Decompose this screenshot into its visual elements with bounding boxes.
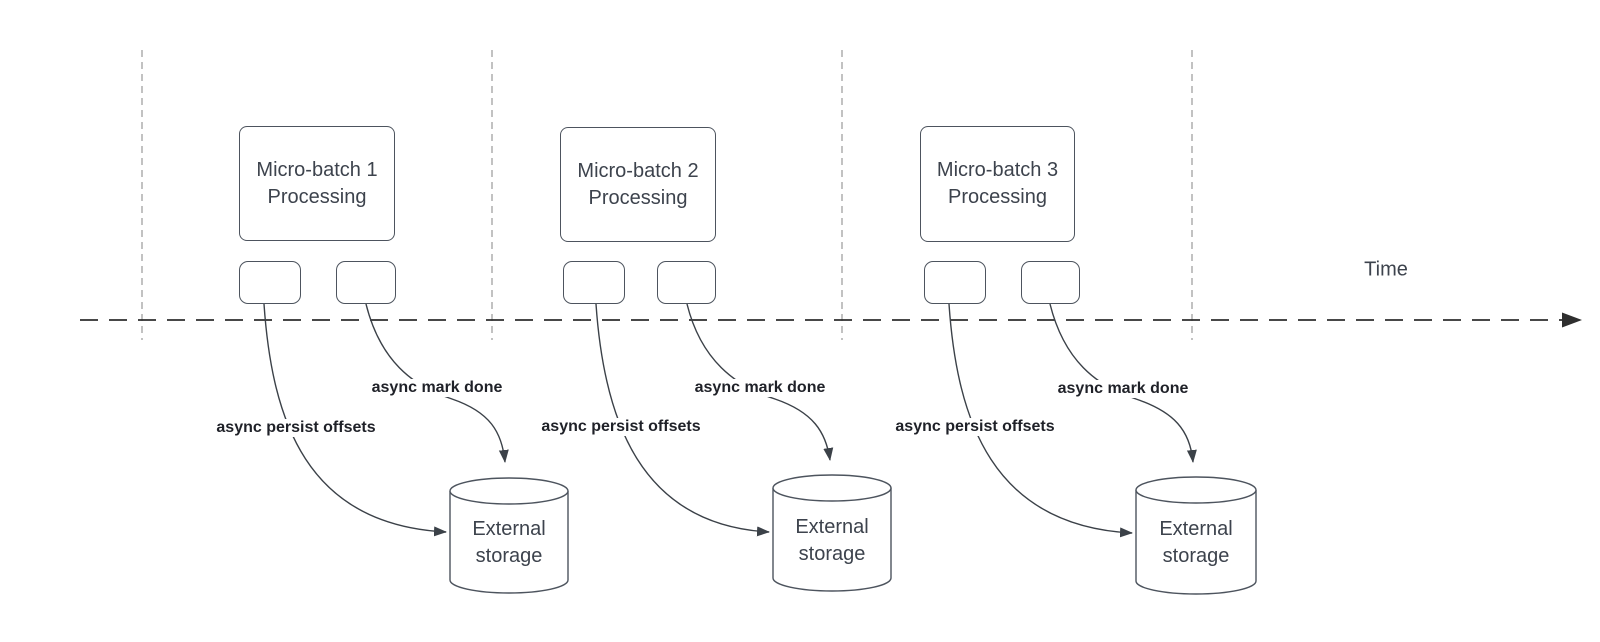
persist-offsets-label-1: async persist offsets — [213, 419, 379, 437]
micro-batch-3-process-box: Micro-batch 3 Processing — [920, 126, 1075, 242]
mark-done-arrow-2 — [686, 303, 834, 461]
micro-batch-2-offset-task-box — [563, 261, 625, 304]
micro-batch-1-process-label: Micro-batch 1 Processing — [256, 158, 378, 208]
external-storage-cylinder-3 — [1135, 490, 1257, 595]
micro-batch-3-mark-done-task-box — [1021, 261, 1080, 304]
external-storage-cylinder-2 — [772, 488, 892, 592]
micro-batch-1-mark-done-task-box — [336, 261, 396, 304]
mark-done-arrow-1 — [365, 303, 509, 463]
external-storage-label-1: External storage — [472, 518, 546, 567]
persist-offsets-arrow-2 — [595, 303, 770, 537]
time-axis-label: Time — [1364, 258, 1408, 281]
external-storage-cylinder-3-top — [1135, 476, 1257, 504]
mark-done-label-2: async mark done — [691, 379, 829, 397]
micro-batch-3-offset-task-box — [924, 261, 986, 304]
external-storage-cylinder-1 — [449, 491, 569, 594]
micro-batch-1-offset-task-box — [239, 261, 301, 304]
mark-done-label-3: async mark done — [1054, 380, 1192, 398]
external-storage-cylinder-2-top — [772, 474, 892, 502]
external-storage-label-3: External storage — [1159, 518, 1233, 567]
micro-batch-2-process-label: Micro-batch 2 Processing — [577, 159, 699, 209]
micro-batch-1-process-box: Micro-batch 1 Processing — [239, 126, 395, 241]
time-axis-arrowhead-icon — [1562, 312, 1582, 328]
micro-batch-2-mark-done-task-box — [657, 261, 716, 304]
external-storage-label-2: External storage — [795, 516, 869, 565]
persist-offsets-label-2: async persist offsets — [538, 418, 704, 436]
persist-offsets-arrow-3 — [948, 303, 1133, 538]
micro-batch-3-process-label: Micro-batch 3 Processing — [936, 159, 1059, 208]
mark-done-label-1: async mark done — [368, 379, 506, 397]
mark-done-arrow-3 — [1049, 303, 1197, 463]
persist-offsets-label-3: async persist offsets — [892, 418, 1058, 436]
micro-batch-2-process-box: Micro-batch 2 Processing — [560, 127, 716, 242]
persist-offsets-arrow-1 — [263, 303, 447, 537]
external-storage-cylinder-1-top — [449, 477, 569, 505]
